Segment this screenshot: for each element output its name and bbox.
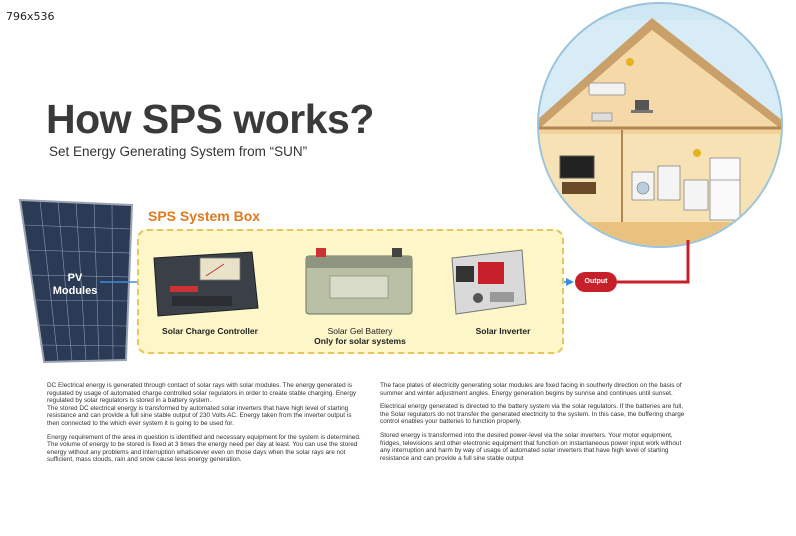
printer-icon <box>591 112 613 122</box>
stove-icon <box>683 179 709 211</box>
oven-icon <box>657 165 681 201</box>
house-illustration <box>537 2 783 248</box>
output-badge: Output <box>575 272 617 292</box>
paragraph: Energy requirement of the area in questi… <box>47 433 361 464</box>
pv-label-line2: Modules <box>52 285 98 297</box>
pv-modules-label: PV Modules <box>40 272 110 298</box>
lamp-icon <box>626 58 634 66</box>
paragraph: The face plates of electricity generatin… <box>380 382 682 397</box>
charge-controller-label: Solar Charge Controller <box>162 326 258 336</box>
inverter-label: Solar Inverter <box>475 326 531 336</box>
charge-controller-device <box>153 251 259 317</box>
laptop-icon <box>635 100 649 110</box>
gel-battery-device <box>305 248 413 315</box>
fridge-icon <box>709 157 741 221</box>
battery-label-line2: Only for solar systems <box>314 336 406 346</box>
paragraph: DC Electrical energy is generated throug… <box>47 382 357 405</box>
solar-inverter-device <box>451 249 527 315</box>
air-conditioner-icon <box>588 82 626 96</box>
output-wire <box>617 240 690 284</box>
description-right-column: The face plates of electricity generatin… <box>380 382 692 468</box>
paragraph: Stored energy is transformed into the de… <box>380 431 682 462</box>
battery-label: Solar Gel Battery Only for solar systems <box>300 326 420 346</box>
image-size-label: 796x536 <box>6 10 55 23</box>
page-title: How SPS works? <box>46 96 374 142</box>
paragraph: Electrical energy generated is directed … <box>380 403 685 426</box>
sps-box-title: SPS System Box <box>148 208 261 224</box>
description-left-column: DC Electrical energy is generated throug… <box>47 382 365 470</box>
tv-icon <box>559 155 595 179</box>
page-subtitle: Set Energy Generating System from “SUN” <box>49 144 308 159</box>
battery-label-line1: Solar Gel Battery <box>327 326 393 336</box>
pv-module-panel <box>18 198 134 364</box>
pv-label-line1: PV <box>67 272 83 284</box>
paragraph: The stored DC electrical energy is trans… <box>47 404 352 427</box>
